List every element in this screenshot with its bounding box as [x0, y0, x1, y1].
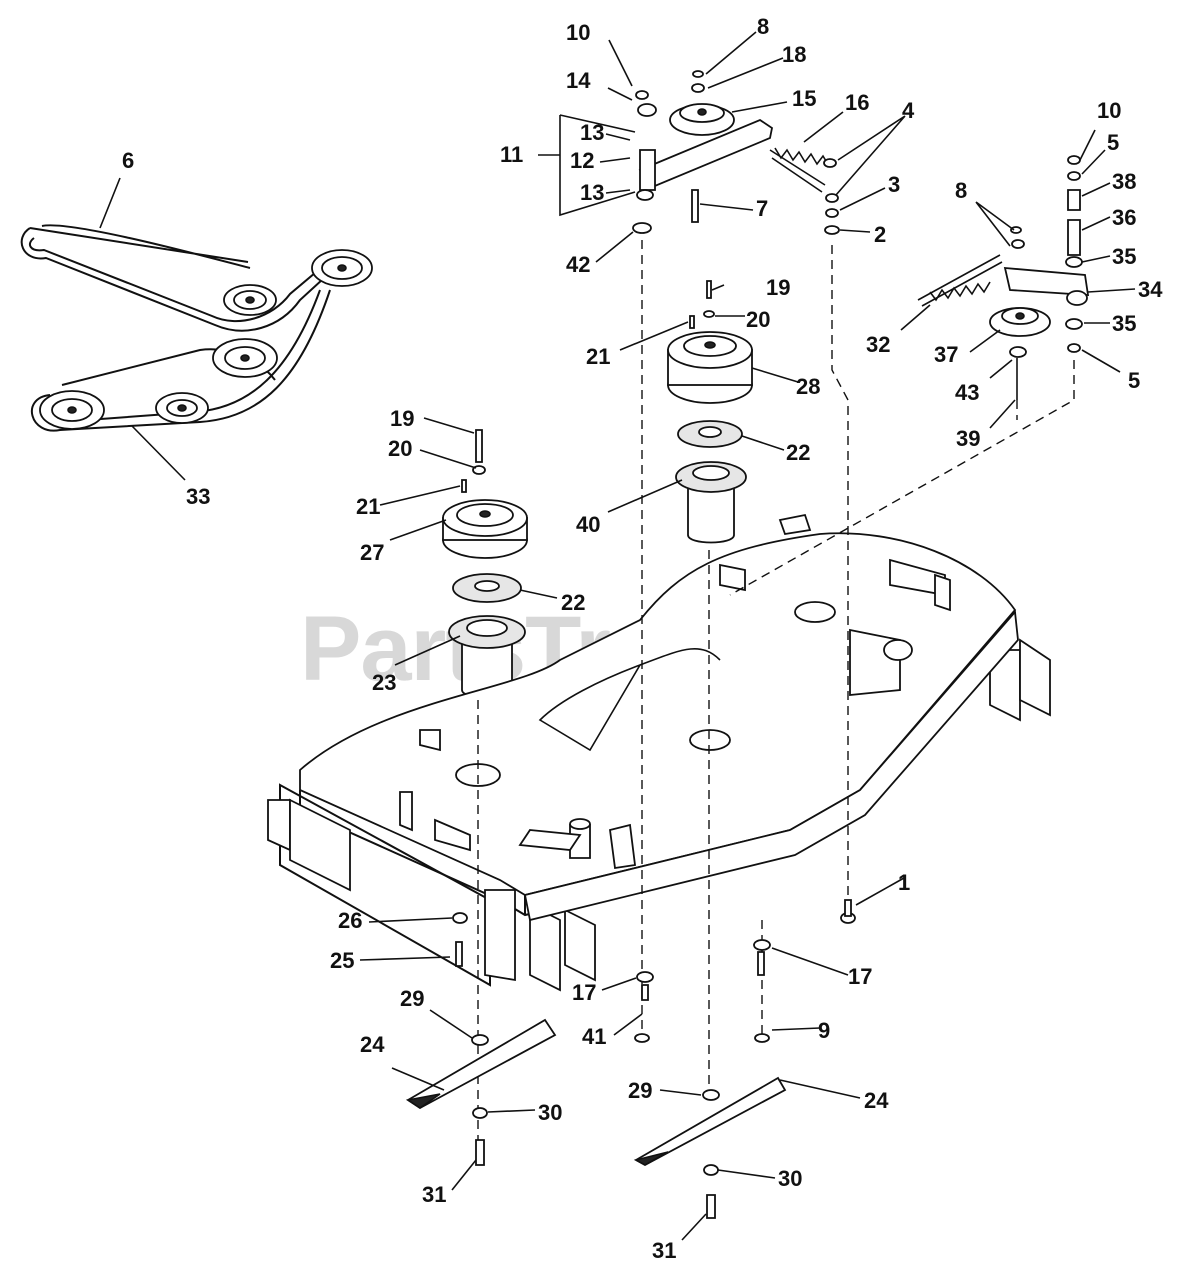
- callout-35-lower: 35: [1112, 311, 1136, 336]
- belt-pulley-5: [155, 392, 209, 424]
- callout-8-top: 8: [757, 14, 769, 39]
- callout-7: 7: [756, 196, 768, 221]
- mower-deck: [267, 513, 1051, 992]
- callout-35-upper: 35: [1112, 244, 1136, 269]
- pulley-28: [667, 331, 753, 404]
- belt-pulley-2: [223, 284, 277, 316]
- callout-4: 4: [902, 98, 915, 123]
- callout-24-right: 24: [864, 1088, 889, 1113]
- idler-arm-assembly: [632, 70, 840, 235]
- callout-15: 15: [792, 86, 816, 111]
- callout-5-top: 5: [1107, 130, 1119, 155]
- callout-27: 27: [360, 540, 384, 565]
- lower-hardware: [452, 899, 856, 1043]
- belt-assembly: [20, 224, 373, 432]
- right-idler-assembly: [917, 155, 1090, 400]
- idler-pulley-37: [989, 307, 1051, 337]
- callout-6: 6: [122, 148, 134, 173]
- callout-20-center: 20: [746, 307, 770, 332]
- callout-23: 23: [372, 670, 396, 695]
- belt-pulley-4: [39, 390, 105, 430]
- idler-pulley-15: [669, 103, 735, 136]
- blade-left: [405, 1018, 557, 1166]
- belt-pulley-1: [311, 249, 373, 287]
- callout-33: 33: [186, 484, 210, 509]
- spindle-housing-23: [448, 615, 526, 699]
- callout-20-left: 20: [388, 436, 412, 461]
- callout-22-center: 22: [786, 440, 810, 465]
- callout-13-lower: 13: [580, 180, 604, 205]
- callout-26: 26: [338, 908, 362, 933]
- callout-5-bottom: 5: [1128, 368, 1140, 393]
- callout-12: 12: [570, 148, 594, 173]
- spindle-housing-40: [675, 461, 747, 544]
- callout-32: 32: [866, 332, 890, 357]
- callout-labels: 1 2 3 4 5 5 6 7 8 8 9 10 10 11 12 13 13 …: [122, 14, 1163, 1263]
- spacer-22-left: [452, 573, 522, 603]
- callout-22-left: 22: [561, 590, 585, 615]
- callout-13-upper: 13: [580, 120, 604, 145]
- callout-21-center: 21: [586, 344, 610, 369]
- callout-1: 1: [898, 870, 910, 895]
- callout-31-center: 31: [652, 1238, 676, 1263]
- callout-43: 43: [955, 380, 979, 405]
- callout-21-left: 21: [356, 494, 380, 519]
- callout-25: 25: [330, 948, 354, 973]
- center-spindle-assembly: [667, 280, 753, 544]
- callout-30-center: 30: [778, 1166, 802, 1191]
- callout-28: 28: [796, 374, 820, 399]
- callout-39: 39: [956, 426, 980, 451]
- leader-lines: [99, 31, 1136, 1241]
- pulley-27: [442, 499, 528, 559]
- callout-41: 41: [582, 1024, 606, 1049]
- callout-29-left: 29: [400, 986, 424, 1011]
- callout-37: 37: [934, 342, 958, 367]
- callout-19-left: 19: [390, 406, 414, 431]
- callout-38: 38: [1112, 169, 1136, 194]
- callout-11: 11: [500, 142, 523, 167]
- callout-18: 18: [782, 42, 806, 67]
- callout-40: 40: [576, 512, 600, 537]
- callout-34: 34: [1138, 277, 1163, 302]
- callout-10-right: 10: [1097, 98, 1121, 123]
- callout-42: 42: [566, 252, 590, 277]
- blade-center: [633, 1076, 787, 1219]
- callout-14: 14: [566, 68, 591, 93]
- belt-pulley-3: [212, 338, 278, 378]
- left-spindle-assembly: [442, 429, 528, 699]
- callout-36: 36: [1112, 205, 1136, 230]
- callout-16: 16: [845, 90, 869, 115]
- callout-3: 3: [888, 172, 900, 197]
- callout-2: 2: [874, 222, 886, 247]
- callout-29-center: 29: [628, 1078, 652, 1103]
- spacer-22-center: [677, 420, 743, 448]
- callout-9: 9: [818, 1018, 830, 1043]
- callout-31-left: 31: [422, 1182, 446, 1207]
- callout-24-left: 24: [360, 1032, 385, 1057]
- callout-10-top: 10: [566, 20, 590, 45]
- callout-30-left: 30: [538, 1100, 562, 1125]
- callout-17-right: 17: [848, 964, 872, 989]
- callout-17-left: 17: [572, 980, 596, 1005]
- callout-19-center: 19: [766, 275, 790, 300]
- callout-8-right: 8: [955, 178, 967, 203]
